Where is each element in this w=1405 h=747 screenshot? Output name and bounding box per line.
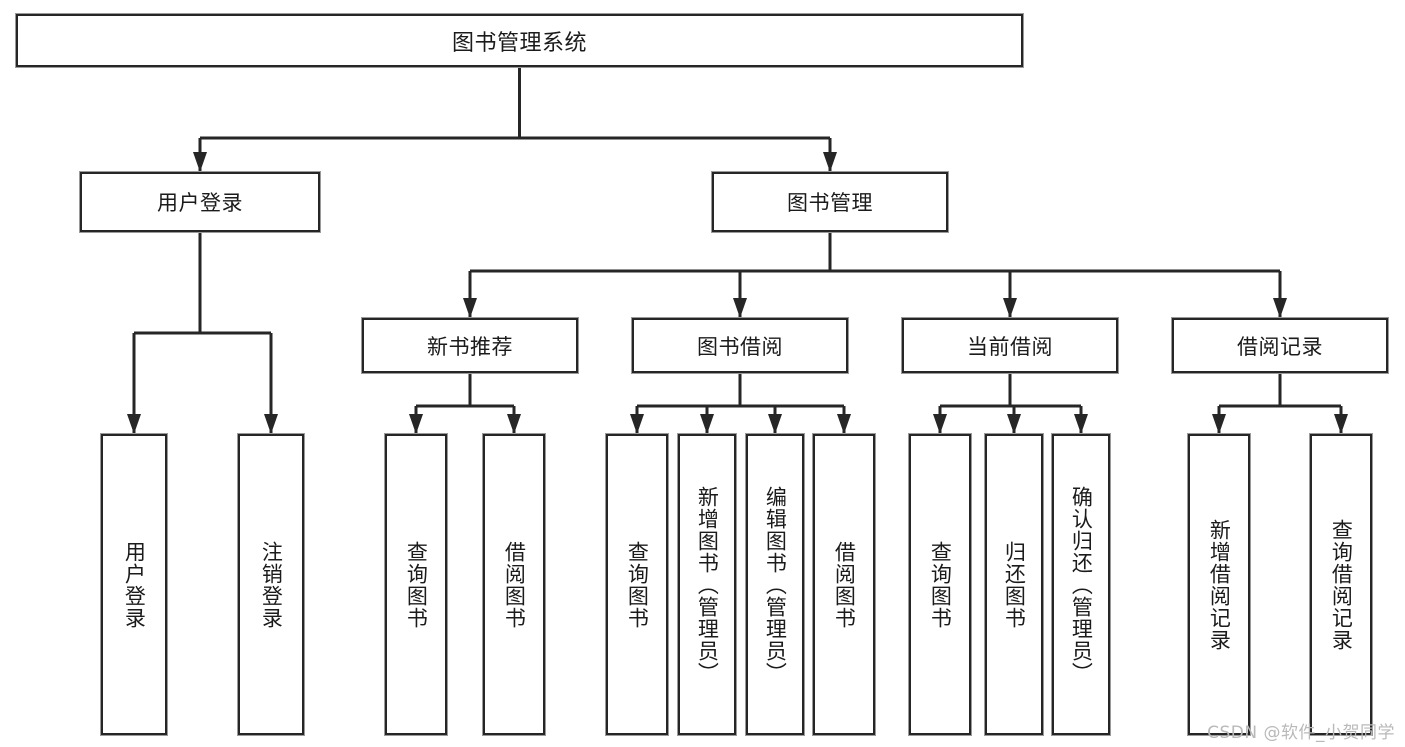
arrow-head-f-user-login xyxy=(127,414,141,434)
node-f-cur-confirm[interactable]: 确认归还（管理员） xyxy=(1052,434,1110,735)
arrow-head-borrow xyxy=(733,298,747,318)
arrow-head-f-cur-query xyxy=(933,414,947,434)
node-label: 借阅图书 xyxy=(832,540,857,629)
node-f-user-logout[interactable]: 注销登录 xyxy=(238,434,304,735)
node-f-bor-edit[interactable]: 编辑图书（管理员） xyxy=(746,434,804,735)
node-label: 新增图书（管理员） xyxy=(695,485,720,684)
node-label: 编辑图书（管理员） xyxy=(763,485,788,684)
node-f-rec-query[interactable]: 查询借阅记录 xyxy=(1310,434,1372,735)
node-label: 新书推荐 xyxy=(427,334,513,359)
arrow-head-f-bor-edit xyxy=(768,414,782,434)
node-label: 确认归还（管理员） xyxy=(1069,485,1094,684)
arrow-head-current xyxy=(1003,298,1017,318)
arrow-head-f-bor-add xyxy=(700,414,714,434)
arrow-head-f-bor-query xyxy=(630,414,644,434)
node-label: 归还图书 xyxy=(1002,540,1027,629)
node-label: 借阅记录 xyxy=(1237,334,1323,359)
node-label: 借阅图书 xyxy=(502,540,527,629)
node-f-bor-add[interactable]: 新增图书（管理员） xyxy=(678,434,736,735)
node-f-bor-borrow[interactable]: 借阅图书 xyxy=(813,434,875,735)
node-label: 查询图书 xyxy=(928,540,953,629)
node-label: 图书管理 xyxy=(787,191,873,215)
node-f-rec-add[interactable]: 新增借阅记录 xyxy=(1188,434,1250,735)
arrow-head-f-bor-borrow xyxy=(837,414,851,434)
node-f-new-borrow[interactable]: 借阅图书 xyxy=(483,434,545,735)
node-f-new-query[interactable]: 查询图书 xyxy=(385,434,447,735)
arrow-head-f-rec-query xyxy=(1334,414,1348,434)
node-newbook[interactable]: 新书推荐 xyxy=(362,318,578,373)
node-f-cur-return[interactable]: 归还图书 xyxy=(985,434,1043,735)
node-current[interactable]: 当前借阅 xyxy=(902,318,1118,373)
watermark-label: CSDN @软件_小贺同学 xyxy=(1207,723,1395,743)
arrow-head-f-rec-add xyxy=(1212,414,1226,434)
node-login[interactable]: 用户登录 xyxy=(80,172,320,232)
node-label: 用户登录 xyxy=(122,540,147,629)
arrow-head-f-new-query xyxy=(409,414,423,434)
arrow-head-records xyxy=(1273,298,1287,318)
node-label: 查询图书 xyxy=(625,540,650,629)
node-label: 用户登录 xyxy=(157,191,243,215)
arrow-head-bookmgmt xyxy=(823,152,837,172)
node-f-user-login[interactable]: 用户登录 xyxy=(101,434,167,735)
node-records[interactable]: 借阅记录 xyxy=(1172,318,1388,373)
arrow-head-f-cur-confirm xyxy=(1074,414,1088,434)
node-bookmgmt[interactable]: 图书管理 xyxy=(712,172,948,232)
arrow-head-f-new-borrow xyxy=(507,414,521,434)
node-label: 新增借阅记录 xyxy=(1207,518,1232,651)
arrow-head-f-user-logout xyxy=(264,414,278,434)
node-label: 查询图书 xyxy=(404,540,429,629)
node-label: 当前借阅 xyxy=(967,334,1053,359)
node-f-cur-query[interactable]: 查询图书 xyxy=(909,434,971,735)
node-label: 查询借阅记录 xyxy=(1329,518,1354,651)
node-label: 图书借阅 xyxy=(697,334,783,359)
arrow-head-newbook xyxy=(463,298,477,318)
node-root[interactable]: 图书管理系统 xyxy=(16,14,1023,67)
arrow-head-login xyxy=(193,152,207,172)
node-label: 图书管理系统 xyxy=(451,30,587,56)
node-borrow[interactable]: 图书借阅 xyxy=(632,318,848,373)
node-label: 注销登录 xyxy=(259,540,284,629)
arrow-head-f-cur-return xyxy=(1007,414,1021,434)
node-f-bor-query[interactable]: 查询图书 xyxy=(606,434,668,735)
